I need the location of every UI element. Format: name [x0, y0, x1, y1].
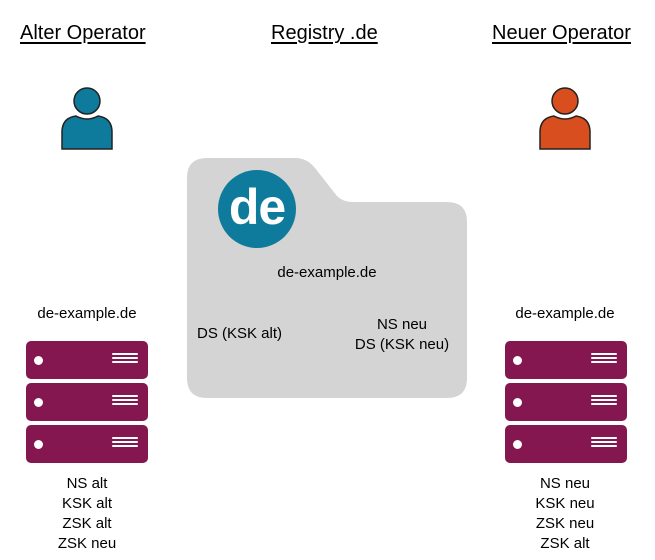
server-unit: [505, 383, 627, 421]
new-server-domain: de-example.de: [515, 305, 615, 322]
old-server-records: NS alt KSK alt ZSK alt ZSK neu: [37, 474, 137, 554]
old-operator-heading: Alter Operator: [20, 22, 146, 44]
registry-ds-old: DS (KSK alt): [197, 325, 283, 342]
new-server-icon: [505, 341, 627, 467]
registry-domain: de-example.de: [277, 264, 377, 281]
record: NS alt: [66, 475, 108, 492]
new-server-records: NS neu KSK neu ZSK neu ZSK alt: [515, 474, 615, 554]
old-server-icon: [26, 341, 148, 467]
new-operator-heading: Neuer Operator: [492, 22, 631, 44]
registry-heading: Registry .de: [271, 22, 378, 44]
record: ZSK alt: [62, 515, 112, 532]
server-unit: [26, 341, 148, 379]
record: ZSK alt: [540, 535, 590, 552]
server-unit: [26, 383, 148, 421]
de-logo-text: de: [228, 179, 286, 235]
registry-ns-new: NS neu: [376, 316, 428, 333]
registry-ds-new: DS (KSK neu): [354, 336, 450, 353]
record: KSK alt: [61, 495, 113, 512]
server-unit: [505, 341, 627, 379]
record: KSK neu: [535, 495, 595, 512]
server-unit: [26, 425, 148, 463]
record: ZSK neu: [57, 535, 117, 552]
de-logo: de: [218, 170, 296, 248]
old-operator-person-icon: [61, 87, 113, 150]
new-operator-person-icon: [539, 87, 591, 150]
registry-new-records: NS neu DS (KSK neu): [340, 315, 464, 355]
record: NS neu: [539, 475, 591, 492]
record: ZSK neu: [535, 515, 595, 532]
server-unit: [505, 425, 627, 463]
old-server-domain: de-example.de: [37, 305, 137, 322]
